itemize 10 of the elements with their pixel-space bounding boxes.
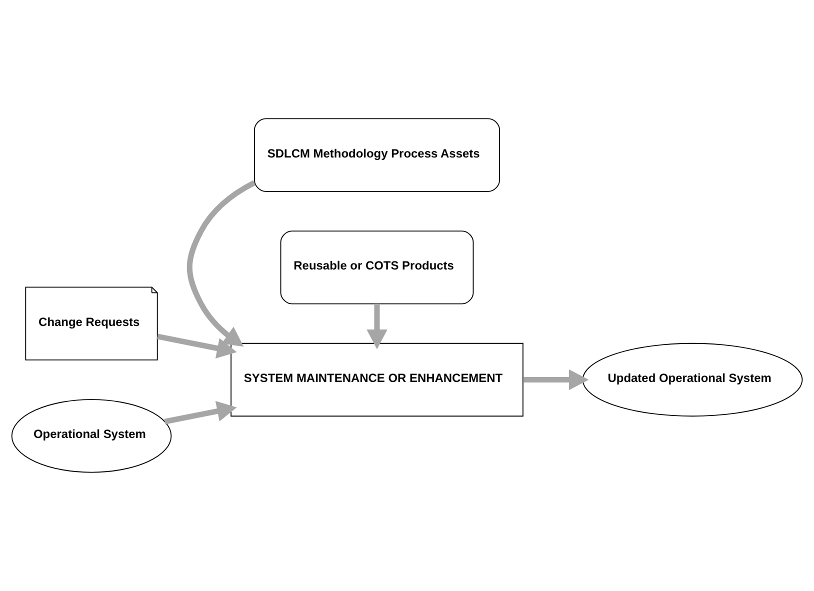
arrow bbox=[523, 369, 589, 390]
node-box: SDLCM Methodology Process Assets bbox=[254, 118, 500, 192]
node-box: Reusable or COTS Products bbox=[280, 230, 474, 304]
node-ellipse: Updated Operational System bbox=[582, 342, 803, 417]
node-box: SYSTEM MAINTENANCE OR ENHANCEMENT bbox=[230, 342, 524, 417]
node-ellipse: Operational System bbox=[11, 399, 172, 473]
arrow bbox=[186, 180, 256, 347]
arrow bbox=[366, 304, 388, 350]
arrow bbox=[156, 334, 237, 359]
arrow bbox=[164, 401, 237, 424]
